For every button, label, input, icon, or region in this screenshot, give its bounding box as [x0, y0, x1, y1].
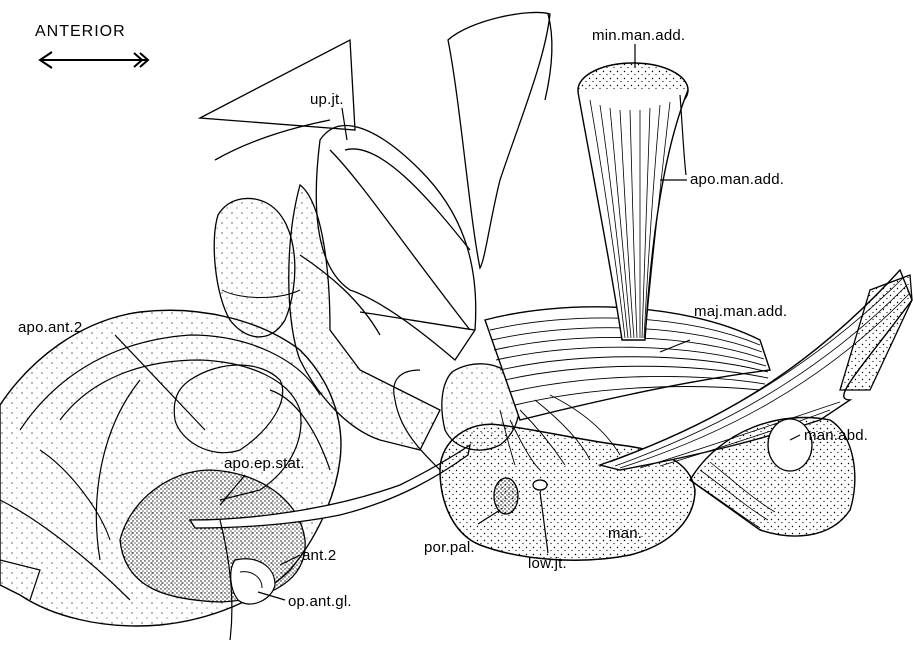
- label-mandible: man.: [608, 526, 642, 541]
- label-major-mandibular-adductor: maj.man.add.: [694, 304, 787, 319]
- label-porus-palpi: por.pal.: [424, 540, 475, 555]
- label-antenna-2: ant.2: [302, 548, 336, 563]
- lower-joint: [533, 480, 547, 490]
- anterior-arrow-icon: [40, 52, 148, 68]
- label-epistome-apodeme: apo.ep.stat.: [224, 456, 305, 471]
- label-antenna-2-apodeme: apo.ant.2: [18, 320, 82, 335]
- minor-mandibular-adductor: [578, 63, 688, 340]
- label-lower-joint: low.jt.: [528, 556, 567, 571]
- antenna-2-base: [0, 310, 470, 640]
- label-mandibular-adductor-apodeme: apo.man.add.: [690, 172, 784, 187]
- label-mandibular-abductor: man.abd.: [804, 428, 868, 443]
- porus-palpi: [494, 478, 518, 514]
- label-upper-joint: up.jt.: [310, 92, 344, 107]
- label-minor-mandibular-adductor: min.man.add.: [592, 28, 685, 43]
- label-antennal-gland-opening: op.ant.gl.: [288, 594, 352, 609]
- orientation-label: ANTERIOR: [35, 24, 126, 40]
